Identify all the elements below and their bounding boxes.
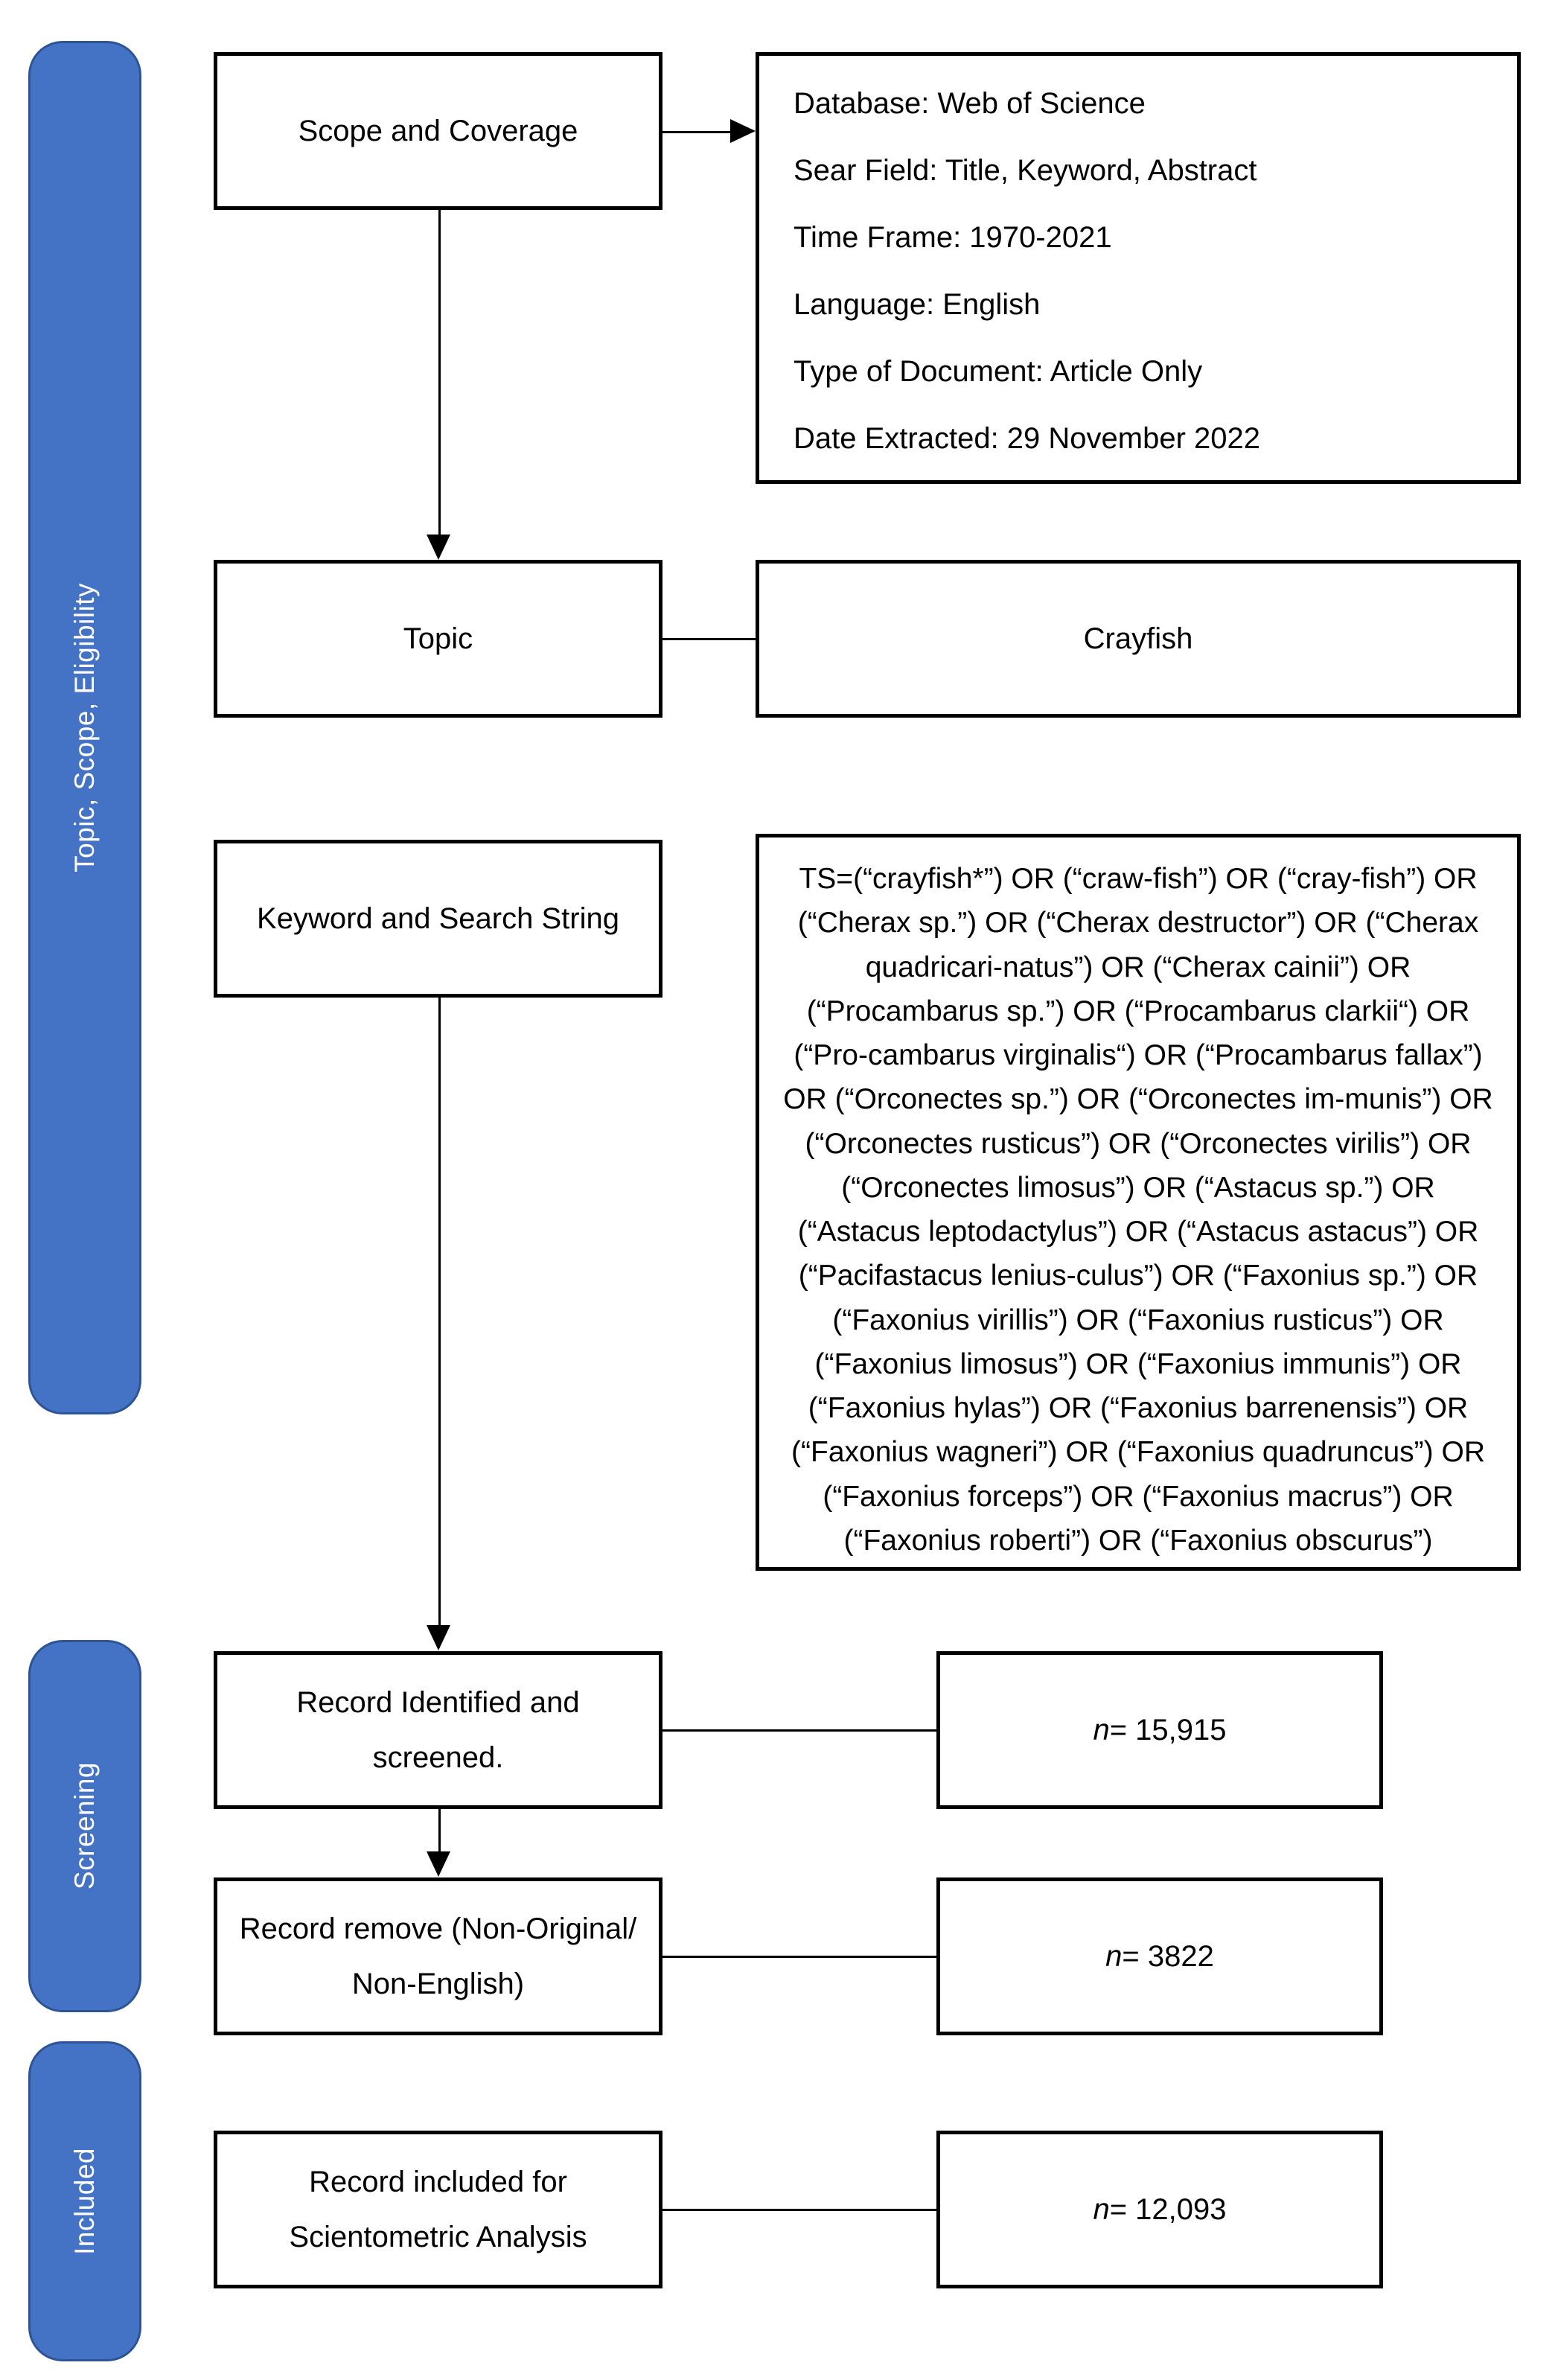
node-record-included: Record included for Scientometric Analys… — [214, 2131, 662, 2288]
stage-label-topic-scope-eligibility: Topic, Scope, Eligibility — [69, 583, 100, 872]
node-count-included-label: n= 12,093 — [1079, 2182, 1239, 2237]
node-record-included-label: Record included for Scientometric Analys… — [289, 2166, 587, 2253]
node-topic-value-crayfish: Crayfish — [756, 560, 1521, 718]
stage-bar-included: Included — [28, 2041, 141, 2361]
node-scope-and-coverage: Scope and Coverage — [214, 52, 662, 210]
detail-line-document-type: Type of Document: Article Only — [794, 355, 1203, 388]
count-removed-value: = 3822 — [1122, 1940, 1214, 1973]
connector-scope-to-details — [662, 131, 732, 133]
arrow-scope-to-details — [730, 119, 756, 143]
connector-keyword-to-identified — [438, 998, 441, 1629]
stage-bar-topic-scope-eligibility: Topic, Scope, Eligibility — [28, 41, 141, 1414]
stage-label-included: Included — [69, 2148, 100, 2255]
connector-identified-to-removed — [438, 1809, 441, 1854]
stage-label-screening: Screening — [69, 1762, 100, 1890]
node-record-identified: Record Identified and screened. — [214, 1651, 662, 1809]
search-string-text: TS=(“crayfish*”) OR (“craw-fish”) OR (“c… — [783, 863, 1493, 1557]
node-count-removed-label: n= 3822 — [1092, 1929, 1227, 1984]
node-record-removed: Record remove (Non-Original/ Non-English… — [214, 1877, 662, 2035]
node-scope-and-coverage-label: Scope and Coverage — [298, 115, 578, 147]
search-string-box: TS=(“crayfish*”) OR (“craw-fish”) OR (“c… — [756, 834, 1521, 1571]
node-topic: Topic — [214, 560, 662, 718]
count-removed-n-symbol: n — [1105, 1940, 1123, 1973]
node-record-removed-label: Record remove (Non-Original/ Non-English… — [239, 1912, 637, 2000]
detail-line-language: Language: English — [794, 288, 1041, 321]
node-topic-label: Topic — [403, 622, 473, 655]
count-identified-value: = 15,915 — [1109, 1714, 1227, 1746]
arrow-keyword-to-identified — [427, 1625, 450, 1650]
connector-topic-to-crayfish — [662, 638, 756, 640]
node-keyword-and-search-string: Keyword and Search String — [214, 840, 662, 998]
node-count-identified: n= 15,915 — [936, 1651, 1383, 1809]
count-identified-n-symbol: n — [1093, 1714, 1110, 1746]
connector-included-to-count — [662, 2209, 938, 2211]
node-count-identified-label: n= 15,915 — [1079, 1703, 1239, 1758]
detail-line-date-extracted: Date Extracted: 29 November 2022 — [794, 422, 1261, 455]
node-count-removed: n= 3822 — [936, 1877, 1383, 2035]
node-keyword-and-search-string-label: Keyword and Search String — [257, 902, 619, 935]
node-record-identified-label: Record Identified and screened. — [296, 1686, 580, 1774]
stage-bar-screening: Screening — [28, 1640, 141, 2012]
node-topic-value-label: Crayfish — [1083, 622, 1193, 655]
arrow-scope-to-topic — [427, 535, 450, 560]
detail-line-database: Database: Web of Science — [794, 87, 1146, 120]
detail-line-search-field: Sear Field: Title, Keyword, Abstract — [794, 154, 1257, 187]
arrow-identified-to-removed — [427, 1851, 450, 1877]
connector-scope-to-topic — [438, 210, 441, 538]
connector-removed-to-count — [662, 1956, 938, 1958]
count-included-n-symbol: n — [1093, 2193, 1110, 2226]
count-included-value: = 12,093 — [1109, 2193, 1227, 2226]
detail-box-scope-coverage: Database: Web of Science Sear Field: Tit… — [756, 52, 1521, 484]
detail-line-time-frame: Time Frame: 1970-2021 — [794, 221, 1112, 254]
node-count-included: n= 12,093 — [936, 2131, 1383, 2288]
connector-identified-to-count — [662, 1729, 938, 1732]
